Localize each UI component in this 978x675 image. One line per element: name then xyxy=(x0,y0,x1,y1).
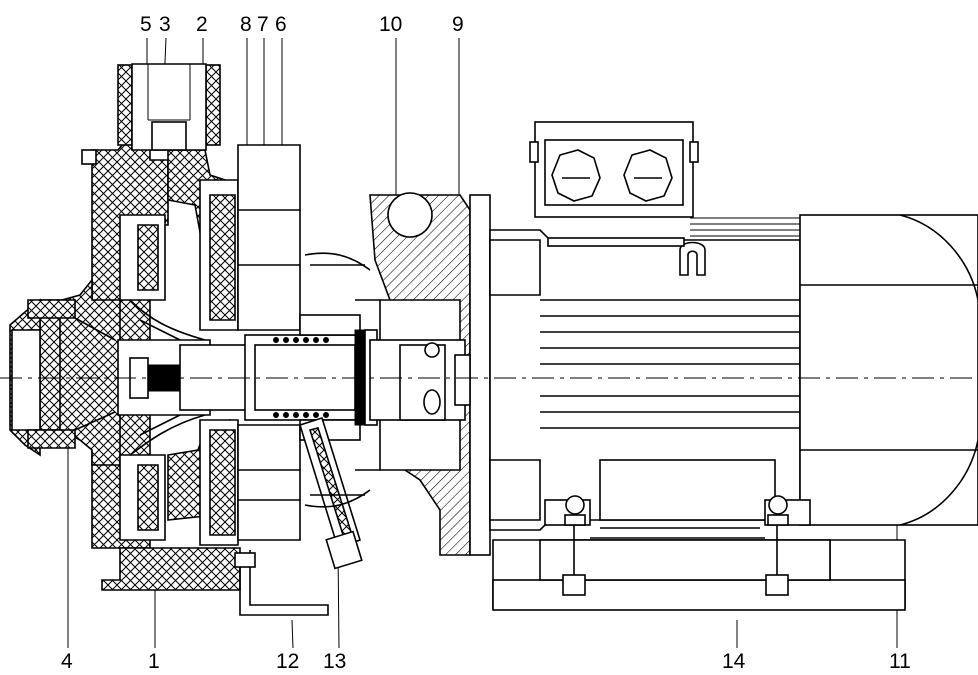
baseplate xyxy=(492,525,906,611)
motor-shaft-end xyxy=(369,339,471,421)
callout-14: 14 xyxy=(722,650,746,673)
cooling-fins xyxy=(540,299,800,429)
callout-1: 1 xyxy=(148,650,160,673)
callouts-bottom: 4 1 12 13 14 11 xyxy=(61,650,911,673)
callouts-top: 5 3 2 8 7 6 10 9 xyxy=(140,13,464,36)
casing-cover xyxy=(199,179,239,546)
callout-2: 2 xyxy=(196,13,208,36)
callout-7: 7 xyxy=(257,13,269,36)
flat-head-screw-icon xyxy=(623,149,673,202)
callout-13: 13 xyxy=(323,650,346,673)
callout-12: 12 xyxy=(276,650,299,673)
electric-motor xyxy=(489,214,978,531)
callout-5: 5 xyxy=(140,13,152,36)
lifting-lug-icon xyxy=(679,241,706,276)
flat-head-screw-icon xyxy=(551,149,601,202)
callout-3: 3 xyxy=(159,13,171,36)
callout-11: 11 xyxy=(889,650,911,673)
terminal-box xyxy=(529,121,699,247)
callout-6: 6 xyxy=(275,13,287,36)
support-bracket xyxy=(234,550,329,616)
callout-4: 4 xyxy=(61,650,73,673)
callout-10: 10 xyxy=(379,13,402,36)
seal-housing xyxy=(237,144,301,541)
callout-9: 9 xyxy=(452,13,464,36)
callout-8: 8 xyxy=(240,13,252,36)
discharge-nozzle xyxy=(131,63,207,151)
suction-union xyxy=(9,298,116,457)
motor-feet xyxy=(544,495,811,539)
